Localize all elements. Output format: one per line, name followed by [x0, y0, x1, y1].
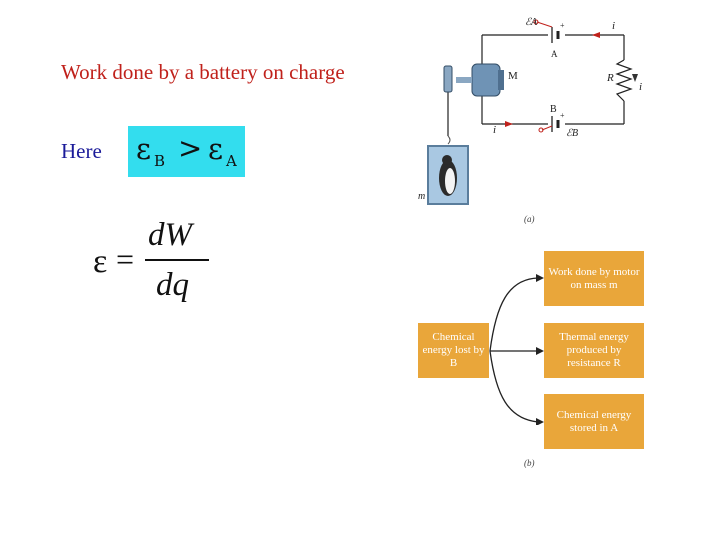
label-a: A — [551, 49, 558, 59]
formula-lhs: ε — [93, 243, 108, 280]
formula-numerator: dW — [148, 217, 192, 253]
label-current-top: i — [612, 20, 615, 32]
emf-work-formula: ε = dW dq — [90, 215, 220, 310]
emf-b-symbol: ε — [136, 132, 152, 166]
formula-equals: = — [116, 241, 135, 277]
caption-b: (b) — [524, 458, 535, 468]
emf-a-subscript: A — [226, 152, 237, 170]
fraction-bar — [145, 259, 209, 261]
label-emf-a: ℰA — [525, 17, 538, 28]
label-mass: m — [418, 191, 425, 202]
box-chemical-stored: Chemical energy stored in A — [544, 394, 644, 449]
greater-than-sign: > — [178, 131, 203, 165]
label-motor: M — [508, 70, 518, 82]
emf-a-symbol: ε — [208, 132, 224, 166]
energy-flow-arrows — [489, 274, 544, 425]
box-thermal-energy: Thermal energy produced by resistance R — [544, 323, 644, 378]
formula-denominator: dq — [156, 267, 189, 303]
label-current-bottom: i — [493, 124, 496, 136]
circuit-diagram: + + ℰA A B ℰB M R i i i m — [418, 17, 642, 205]
emf-b-subscript: B — [154, 152, 166, 170]
label-current-right: i — [639, 81, 642, 93]
label-emf-b: ℰB — [566, 128, 578, 139]
emf-inequality: ε B > ε A — [128, 126, 245, 177]
here-label: Here — [61, 139, 102, 163]
svg-text:+: + — [560, 111, 565, 120]
box-work-done: Work done by motor on mass m — [544, 251, 644, 306]
label-b: B — [550, 104, 557, 115]
box-chemical-lost: Chemical energy lost by B — [418, 323, 489, 378]
label-resistor: R — [606, 72, 614, 84]
slide-title: Work done by a battery on charge — [61, 60, 345, 84]
svg-text:+: + — [560, 21, 565, 30]
caption-a: (a) — [524, 214, 535, 224]
